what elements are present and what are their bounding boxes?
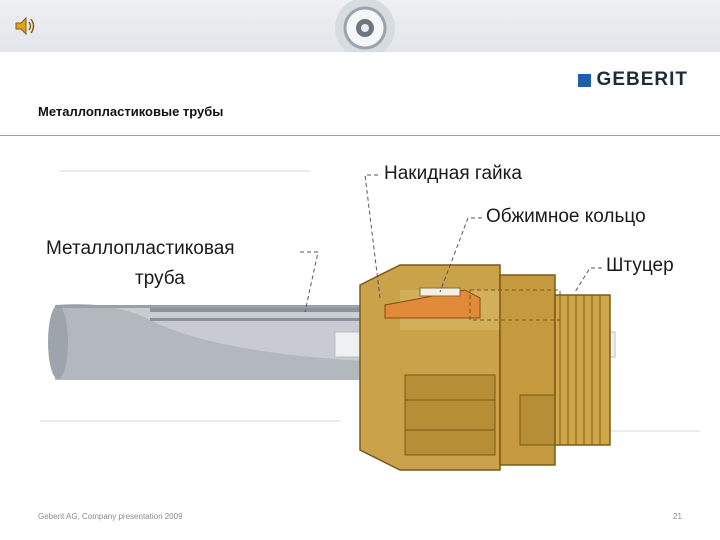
pipe-body: [48, 304, 390, 380]
compression-fitting-diagram: [0, 140, 720, 500]
label-fitting: Штуцер: [606, 255, 674, 276]
page-number: 21: [673, 512, 682, 521]
label-union-nut: Накидная гайка: [384, 163, 522, 184]
geberit-logo: GEBERIT: [577, 69, 688, 90]
banner-decoration: [335, 0, 395, 52]
title-divider: [0, 135, 720, 136]
logo-text: GEBERIT: [596, 69, 688, 90]
slide-title: Металлопластиковые трубы: [38, 104, 224, 119]
label-compression-ring: Обжимное кольцо: [486, 206, 646, 227]
fitting-body: [469, 274, 611, 466]
footer-company: Geberit AG, Company presentation 2009: [38, 512, 183, 521]
top-banner: [0, 0, 720, 52]
logo-square-icon: [577, 73, 591, 87]
label-pipe-line1: Металлопластиковая: [46, 238, 235, 259]
speaker-icon[interactable]: [14, 16, 36, 36]
label-pipe-line2: труба: [135, 268, 185, 289]
